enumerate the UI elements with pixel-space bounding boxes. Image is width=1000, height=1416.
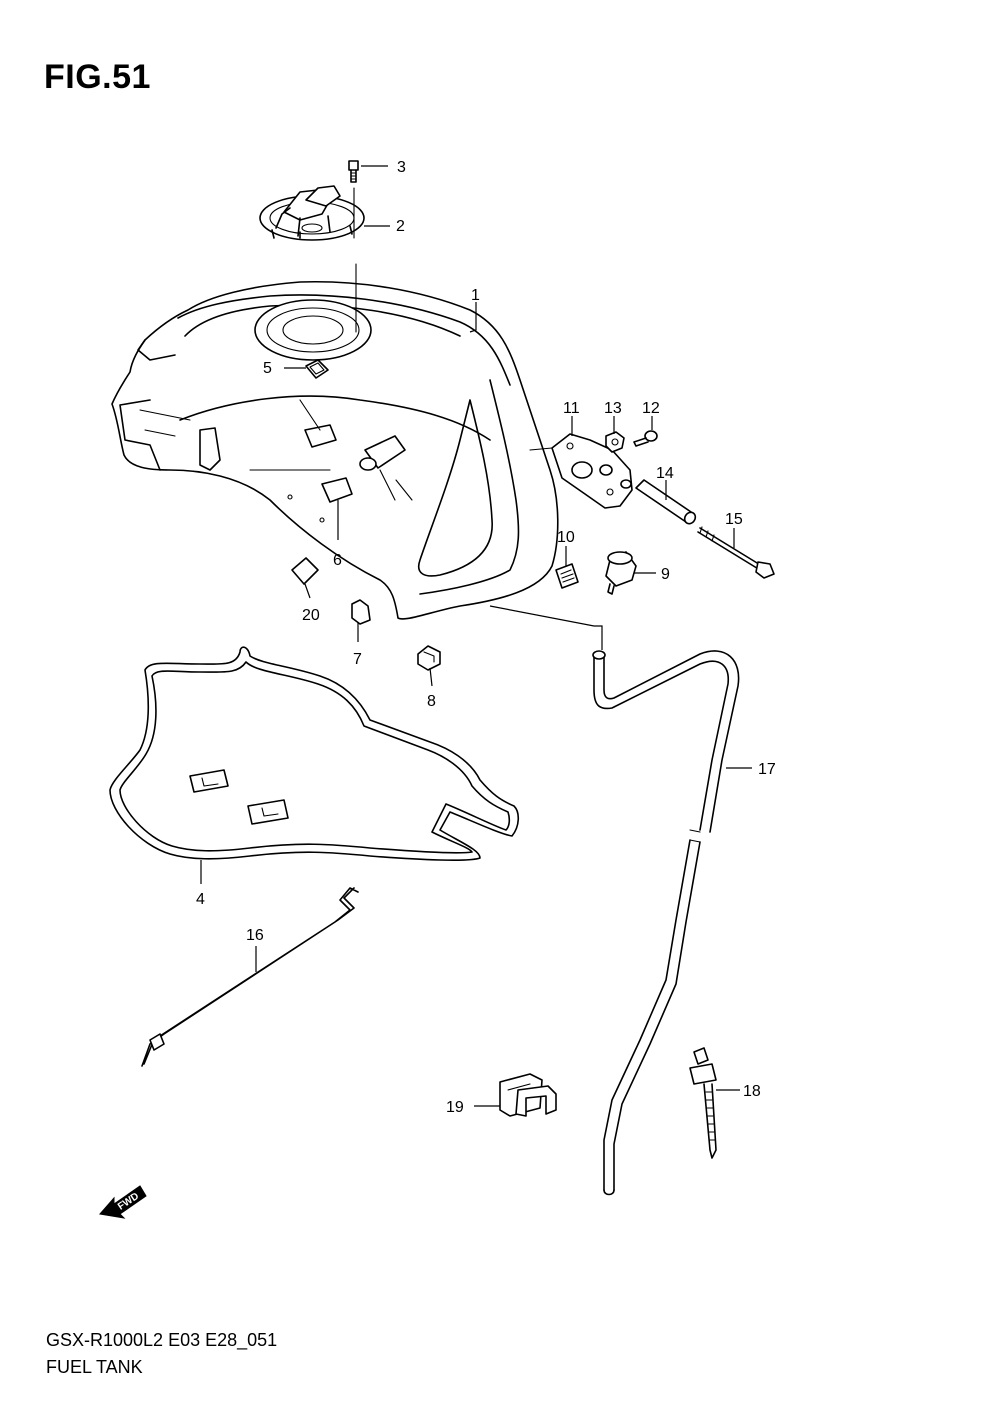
part-6-damper[interactable] (321, 477, 353, 503)
part-2-fuel-cap[interactable] (259, 185, 365, 241)
callout-8: 8 (427, 693, 436, 710)
part-1-fuel-tank[interactable] (111, 263, 559, 620)
part-13-nut[interactable] (605, 431, 625, 453)
callout-19: 19 (446, 1099, 464, 1116)
callout-1: 1 (471, 287, 480, 304)
callout-18: 18 (743, 1083, 761, 1100)
callout-11: 11 (563, 400, 580, 417)
part-18-cable-tie[interactable] (689, 1047, 717, 1159)
leader-lines (200, 165, 752, 1107)
part-19-clamp[interactable] (499, 1073, 557, 1117)
part-12-bolt[interactable] (633, 430, 658, 447)
part-14-collar[interactable] (635, 479, 698, 526)
part-3-screw[interactable] (348, 160, 359, 183)
section-name: FUEL TANK (46, 1357, 143, 1377)
callout-labels: 3 2 1 5 11 13 12 14 15 10 9 6 20 7 8 17 … (196, 159, 776, 1116)
callout-13: 13 (604, 400, 622, 417)
callout-10: 10 (557, 529, 575, 546)
part-7-clip[interactable] (351, 599, 371, 625)
part-5-plate[interactable] (305, 359, 329, 379)
callout-4: 4 (196, 891, 205, 908)
callout-16: 16 (246, 927, 264, 944)
part-16-rod[interactable] (141, 887, 359, 1067)
part-4-seal[interactable] (109, 646, 520, 861)
model-code: GSX-R1000L2 E03 E28_051 (46, 1330, 278, 1350)
callout-9: 9 (661, 566, 670, 583)
callout-5: 5 (263, 360, 272, 377)
callout-3: 3 (397, 159, 406, 176)
callout-12: 12 (642, 400, 660, 417)
part-9-cushion[interactable] (605, 551, 637, 595)
figure-title: FIG.51 (44, 58, 151, 96)
callout-6: 6 (333, 552, 342, 569)
fwd-arrow-icon: FWD (99, 1185, 147, 1219)
callout-17: 17 (758, 761, 776, 778)
part-10-grommet[interactable] (555, 563, 579, 589)
part-17-hose[interactable] (592, 650, 740, 1196)
callout-15: 15 (725, 511, 743, 528)
callout-20: 20 (302, 607, 320, 624)
part-15-long-bolt[interactable] (697, 526, 775, 579)
part-8-grommet[interactable] (417, 645, 441, 671)
callout-7: 7 (353, 651, 362, 668)
callout-14: 14 (656, 465, 674, 482)
part-20-pad[interactable] (291, 557, 319, 585)
callout-2: 2 (396, 218, 405, 235)
